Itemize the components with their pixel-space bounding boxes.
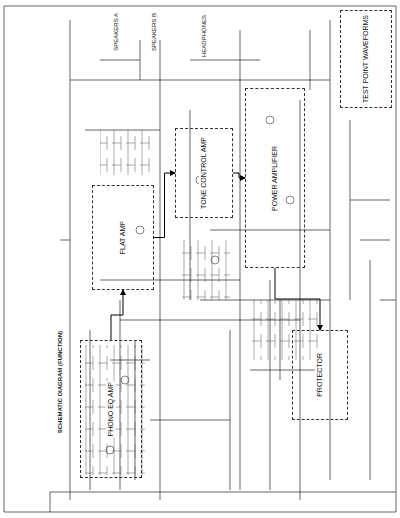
function-block: TONE CONTROL AMP <box>175 128 233 218</box>
signal-connector <box>233 173 245 178</box>
block-label: TONE CONTROL AMP <box>199 136 209 210</box>
block-label: POWER AMPLIFIER <box>270 145 280 212</box>
function-block: TEST POINT WAVEFORMS <box>340 10 392 108</box>
block-label: PHONO EQ AMP <box>106 381 116 437</box>
signal-connector <box>111 290 123 340</box>
function-block: PHONO EQ AMP <box>80 340 142 478</box>
block-label: TEST POINT WAVEFORMS <box>361 14 371 104</box>
terminal-label: HEADPHONES <box>200 14 209 58</box>
terminal-label: SPEAKERS B <box>150 12 159 52</box>
function-block: FLAT AMP <box>92 185 154 290</box>
diagram-title: SCHEMATIC DIAGRAM (FUNCTION) <box>56 330 65 434</box>
function-block: PROTECTOR <box>292 330 348 420</box>
terminal-label: SPEAKERS A <box>112 12 121 52</box>
block-label: FLAT AMP <box>118 220 128 255</box>
signal-connector <box>154 173 175 238</box>
signal-connector <box>275 268 320 330</box>
block-label: PROTECTOR <box>315 352 325 398</box>
function-block: POWER AMPLIFIER <box>245 88 305 268</box>
